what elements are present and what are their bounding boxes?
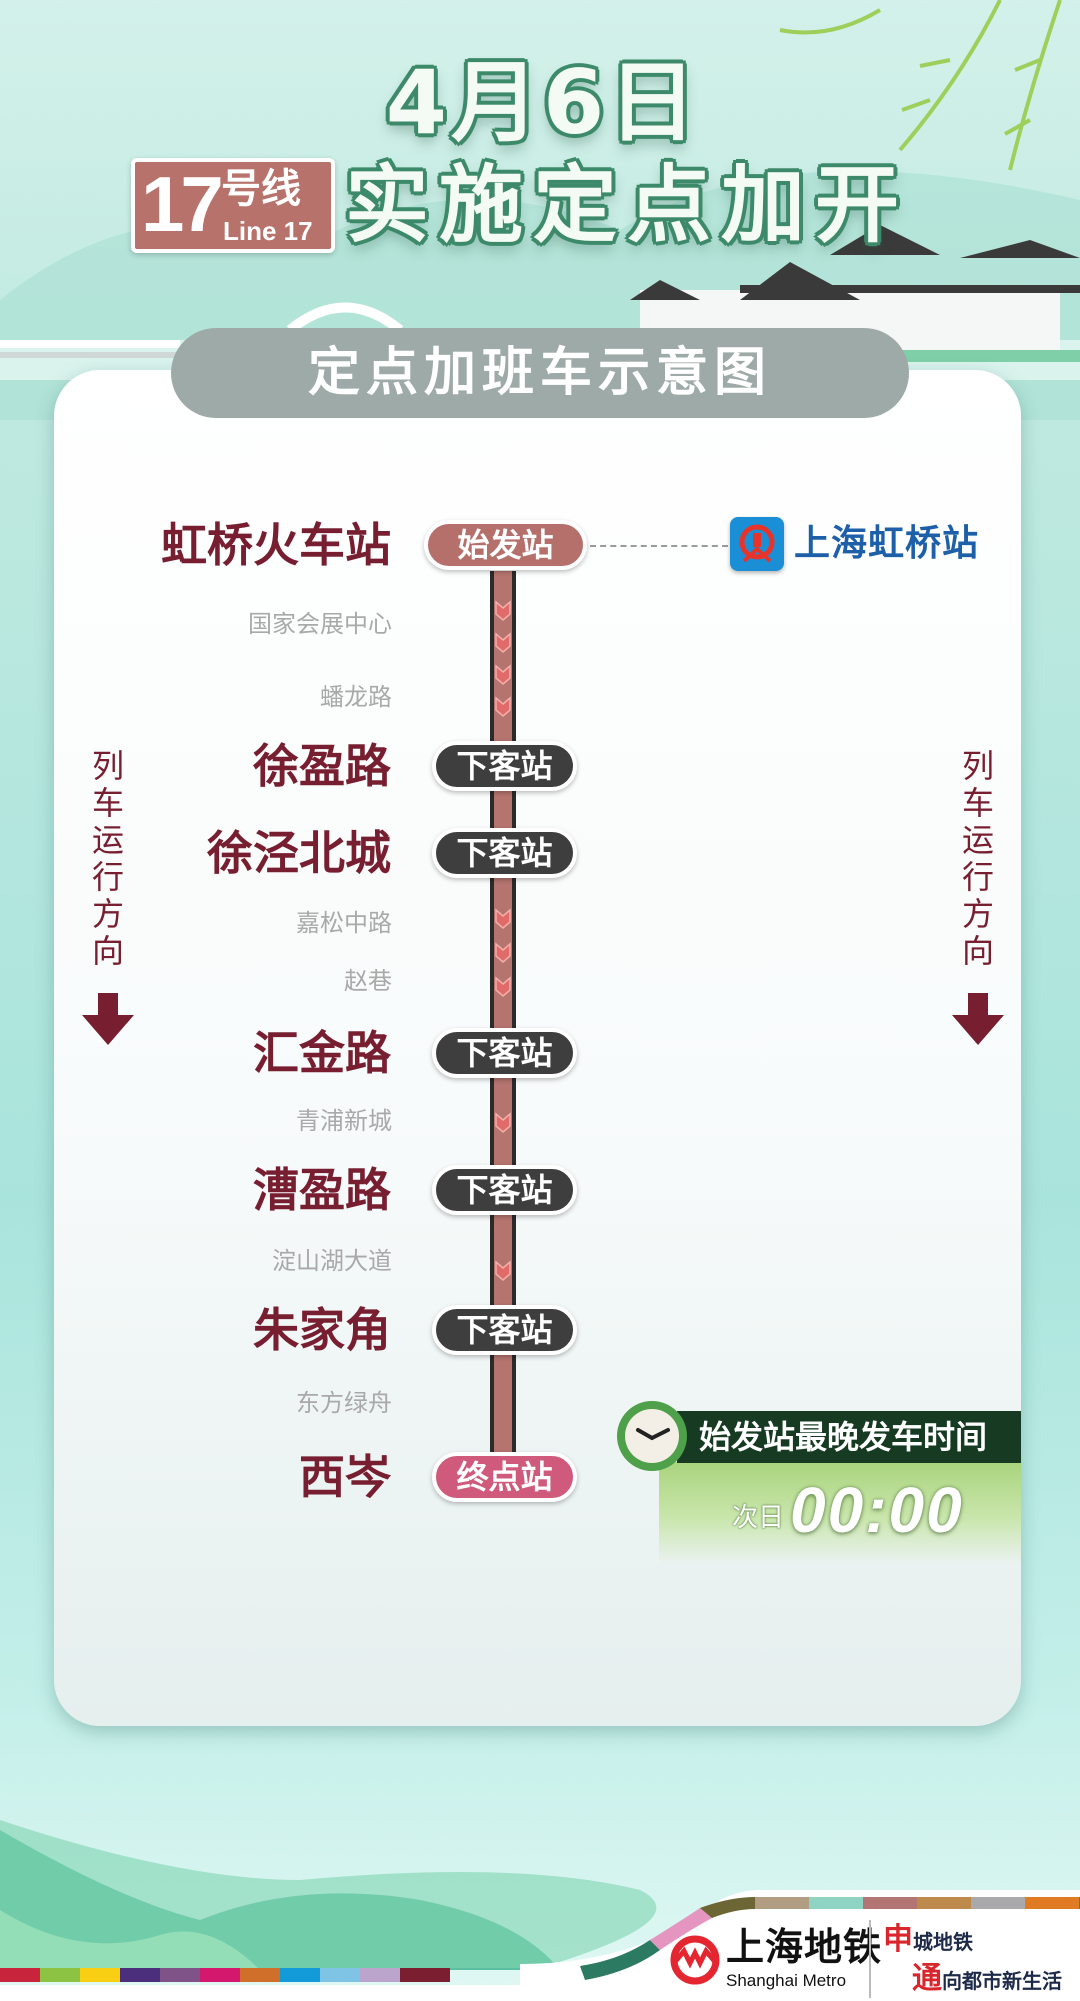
chevron-down-icon (495, 1260, 511, 1281)
date-title: 4月6日 (385, 51, 701, 154)
headline: 实施定点加开 (345, 156, 910, 254)
chevron-down-icon (495, 908, 511, 929)
station-name: 漕盈路 (253, 1163, 391, 1217)
chevron-down-icon (495, 976, 511, 997)
drop-station-badge: 下客站 (432, 1165, 577, 1215)
stripe-segment (755, 1897, 809, 1909)
chevron-down-icon (495, 664, 511, 685)
last-departure-panel (659, 1462, 1021, 1564)
stripe-segment (863, 1897, 917, 1909)
slogan-text: 向都市新生活 (942, 1969, 1062, 1993)
diagram-title: 定点加班车示意图 (171, 328, 909, 418)
slogan-text: 城地铁 (913, 1930, 973, 1954)
station-name: 西岑 (299, 1450, 391, 1504)
footer-divider (869, 1920, 871, 1998)
arrow-down-icon (952, 993, 1004, 1045)
line-english: Line 17 (223, 216, 313, 246)
clock-icon (617, 1401, 687, 1471)
stripe-segment (580, 1940, 660, 1980)
end-station-badge: 终点站 (432, 1452, 577, 1502)
station-name-skipped: 嘉松中路 (296, 909, 392, 937)
direction-label-right: 列车运行方向 (961, 747, 994, 970)
stripe-segment (120, 1968, 160, 1982)
bridge-illustration (0, 302, 404, 358)
station-name-skipped: 青浦新城 (296, 1107, 392, 1135)
drop-station-badge: 下客站 (432, 1305, 577, 1355)
stripe-segment (280, 1968, 320, 1982)
stripe-segment (700, 1897, 755, 1918)
drop-station-badge: 下客站 (432, 828, 577, 878)
slogan-initial: 申 (883, 1922, 913, 1957)
station-name: 朱家角 (253, 1303, 391, 1357)
stripe-segment (809, 1897, 863, 1909)
station-name-skipped: 蟠龙路 (320, 683, 392, 711)
next-day-label: 次日 (732, 1503, 785, 1533)
station-name: 徐泾北城 (207, 826, 391, 880)
transfer-station: 上海虹桥站 (794, 523, 980, 564)
slogan-initial: 通 (912, 1961, 942, 1996)
chevron-down-icon (495, 632, 511, 653)
stripe-segment (40, 1968, 80, 1982)
station-name: 虹桥火车站 (161, 518, 391, 572)
station-name: 徐盈路 (253, 739, 391, 793)
slogan-line-2: 通向都市新生活 (912, 1961, 1062, 1997)
stripe-segment (917, 1897, 971, 1909)
stripe-segment (360, 1968, 400, 1982)
station-name-skipped: 国家会展中心 (248, 610, 392, 638)
chevron-down-icon (495, 696, 511, 717)
stripe-segment (1025, 1897, 1079, 1909)
line-number: 17 (141, 160, 224, 248)
station-name: 汇金路 (253, 1026, 391, 1080)
drop-station-badge: 下客站 (432, 741, 577, 791)
chevron-down-icon (495, 942, 511, 963)
stripe-segment (200, 1968, 240, 1982)
station-name-skipped: 赵巷 (344, 967, 392, 995)
station-name-skipped: 东方绿舟 (296, 1389, 392, 1417)
metro-color-stripe (0, 1968, 450, 1982)
metro-brand-en: Shanghai Metro (726, 1971, 847, 1990)
stripe-segment (320, 1968, 360, 1982)
railway-icon (730, 517, 784, 571)
willow-illustration (779, 0, 1062, 171)
drop-station-badge: 下客站 (432, 1028, 577, 1078)
chevron-down-icon (495, 600, 511, 621)
last-departure-label: 始发站最晚发车时间 (677, 1411, 1021, 1463)
arrow-down-icon (82, 993, 134, 1045)
station-name-skipped: 淀山湖大道 (272, 1247, 392, 1275)
chevron-down-icon (495, 1112, 511, 1133)
stripe-segment (400, 1968, 450, 1982)
start-station-badge: 始发站 (424, 520, 587, 570)
slogan-line-1: 申城地铁 (883, 1922, 973, 1958)
stripe-segment (160, 1968, 200, 1982)
direction-label-left: 列车运行方向 (91, 747, 124, 970)
transfer-connector (590, 545, 728, 547)
metro-brand-cn: 上海地铁 (726, 1925, 883, 1969)
shanghai-metro-logo-icon (670, 1935, 720, 1985)
stripe-segment (80, 1968, 120, 1982)
metro-color-stripe-right (580, 1897, 1080, 1980)
line-badge: 17 号线 Line 17 (131, 158, 335, 253)
last-departure-time: 00:00 (790, 1474, 964, 1546)
line-suffix: 号线 (221, 166, 301, 212)
stripe-segment (240, 1968, 280, 1982)
stripe-segment (971, 1897, 1025, 1909)
stripe-segment (650, 1908, 712, 1950)
stripe-segment (0, 1968, 40, 1982)
